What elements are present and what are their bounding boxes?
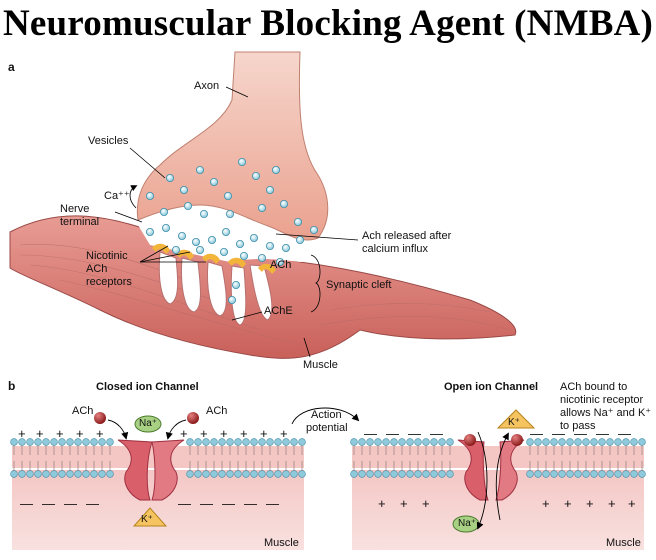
closed-channel-title: Closed ion Channel bbox=[96, 381, 199, 393]
k-ion-closed bbox=[132, 507, 168, 527]
calcium-arrow bbox=[129, 185, 138, 209]
synaptic-cleft-label: Synaptic cleft bbox=[326, 279, 392, 291]
nerve-terminal-label-2: terminal bbox=[60, 216, 100, 228]
panel-b-letter: b bbox=[8, 379, 16, 393]
svg-text:—: — bbox=[266, 496, 279, 511]
svg-text:—: — bbox=[618, 426, 631, 441]
k-label-open: K⁺ bbox=[508, 417, 520, 428]
svg-text:+: + bbox=[200, 426, 208, 441]
muscle-label-left: Muscle bbox=[264, 537, 299, 549]
nicotinic-label-3: receptors bbox=[86, 276, 132, 288]
page-title: Neuromuscular Blocking Agent (NMBA) bbox=[2, 3, 654, 44]
svg-text:—: — bbox=[530, 426, 543, 441]
svg-text:+: + bbox=[180, 426, 188, 441]
svg-text:—: — bbox=[386, 426, 399, 441]
vesicles-label: Vesicles bbox=[88, 135, 129, 147]
nicotinic-label-2: ACh bbox=[86, 263, 108, 275]
svg-text:+: + bbox=[586, 496, 594, 511]
svg-text:—: — bbox=[244, 496, 257, 511]
svg-text:+: + bbox=[76, 426, 84, 441]
svg-text:+: + bbox=[608, 496, 616, 511]
panel-a-letter: a bbox=[8, 60, 15, 74]
ach-label-left: ACh bbox=[72, 405, 94, 417]
action-potential-label-2: potential bbox=[306, 422, 348, 434]
panel-a-leaders bbox=[114, 86, 359, 358]
svg-text:—: — bbox=[178, 496, 191, 511]
open-ion-channel bbox=[457, 439, 525, 501]
svg-text:—: — bbox=[408, 426, 421, 441]
k-ion-open bbox=[496, 409, 536, 429]
svg-text:+: + bbox=[280, 426, 288, 441]
svg-text:+: + bbox=[56, 426, 64, 441]
svg-text:+: + bbox=[96, 426, 104, 441]
k-label-closed: K⁺ bbox=[141, 514, 153, 525]
svg-text:—: — bbox=[20, 496, 33, 511]
svg-text:—: — bbox=[552, 426, 565, 441]
svg-text:—: — bbox=[596, 426, 609, 441]
axon-label: Axon bbox=[194, 80, 220, 92]
ach-bound-label-4: to pass bbox=[560, 420, 596, 432]
ach-bound-label-1: ACh bound to bbox=[560, 381, 628, 393]
junctional-folds bbox=[158, 251, 273, 326]
svg-text:+: + bbox=[542, 496, 550, 511]
svg-text:—: — bbox=[86, 496, 99, 511]
ach-label-right: ACh bbox=[206, 405, 228, 417]
na-ion-closed bbox=[134, 415, 162, 433]
ach-bound-label-3: allows Na⁺ and K⁺ bbox=[560, 407, 652, 419]
ache-label: AChE bbox=[264, 305, 293, 317]
svg-text:—: — bbox=[64, 496, 77, 511]
svg-text:+: + bbox=[18, 426, 26, 441]
calcium-label: Ca⁺⁺ bbox=[104, 190, 130, 202]
svg-text:+: + bbox=[240, 426, 248, 441]
na-label-closed: Na⁺ bbox=[139, 418, 158, 429]
closed-ion-channel bbox=[117, 439, 185, 501]
svg-text:+: + bbox=[378, 496, 386, 511]
svg-text:—: — bbox=[42, 496, 55, 511]
ach-released-label-2: calcium influx bbox=[362, 243, 429, 255]
muscle-label-a: Muscle bbox=[303, 359, 338, 371]
ach-vesicles bbox=[145, 157, 318, 304]
svg-text:+: + bbox=[422, 496, 430, 511]
svg-text:+: + bbox=[400, 496, 408, 511]
nicotinic-label-1: Nicotinic bbox=[86, 250, 128, 262]
ach-bound-label-2: nicotinic receptor bbox=[560, 394, 644, 406]
membrane-charges: + + + + + + + + + + + — — — — — — — — — — — — — — — — — — + + + + + + + + bbox=[18, 426, 636, 511]
svg-text:+: + bbox=[36, 426, 44, 441]
svg-text:+: + bbox=[260, 426, 268, 441]
svg-text:—: — bbox=[574, 426, 587, 441]
svg-text:—: — bbox=[430, 426, 443, 441]
svg-text:+: + bbox=[564, 496, 572, 511]
ach-label-a: ACh bbox=[270, 259, 292, 271]
action-potential-label-1: Action bbox=[311, 409, 342, 421]
muscle-label-right: Muscle bbox=[606, 537, 641, 549]
svg-text:+: + bbox=[220, 426, 228, 441]
open-channel-title: Open ion Channel bbox=[444, 381, 539, 393]
svg-text:—: — bbox=[222, 496, 235, 511]
svg-text:+: + bbox=[628, 496, 636, 511]
ach-molecules bbox=[94, 412, 523, 446]
na-label-open: Na⁺ bbox=[458, 518, 477, 529]
panel-b-arrows bbox=[107, 407, 509, 530]
svg-text:—: — bbox=[364, 426, 377, 441]
ach-released-label-1: Ach released after bbox=[362, 230, 452, 242]
nerve-terminal-label-1: Nerve bbox=[60, 203, 90, 215]
svg-text:—: — bbox=[200, 496, 213, 511]
